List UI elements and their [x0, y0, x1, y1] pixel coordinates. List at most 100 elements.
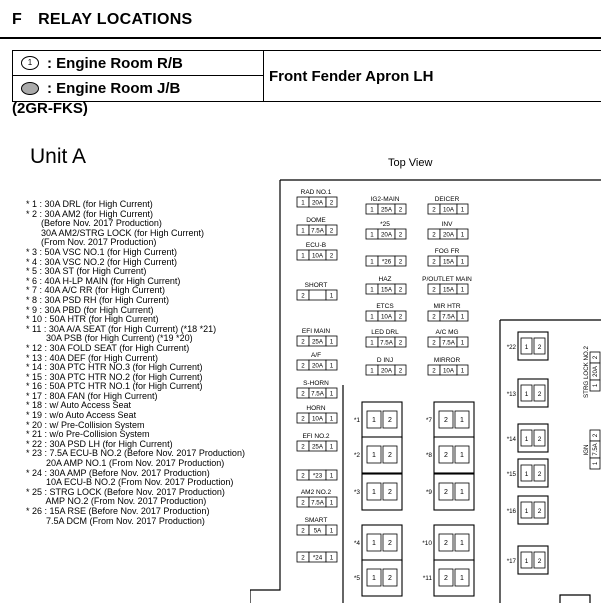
fuse-cell-text: 1 [461, 232, 465, 239]
fuse-cell [394, 310, 407, 322]
note-line: 30A AM2/STRG LOCK (for High Current) [26, 227, 205, 238]
relay-terminal-number: 1 [460, 489, 464, 496]
note-line: * 9 : 30A PBD (for High Current) [26, 304, 154, 315]
legend-table: 1 : Engine Room R/B : Engine Room J/B Fr… [12, 50, 601, 102]
fuse-cell-text: *24 [313, 555, 323, 562]
fuse-cell-text: 20A [312, 200, 324, 207]
note-line: 7.5A DCM (From Nov. 2017 Production) [26, 515, 205, 526]
relay-terminal [366, 482, 382, 501]
fuse-cell-text: 25A [381, 207, 393, 214]
fuse-cell-text: 7.5A [311, 228, 325, 235]
circle-number-icon: 1 [21, 56, 39, 70]
relay-label: *7 [426, 417, 433, 424]
relay-terminal [454, 445, 470, 464]
fuse-cell-text: 1 [370, 340, 374, 347]
relay-terminal [454, 482, 470, 501]
fuse-cell [325, 524, 338, 536]
relay-label: *11 [423, 575, 433, 582]
relay-terminal-number: 1 [460, 540, 464, 547]
relay-terminal-number: 1 [460, 575, 464, 582]
fuse-name: HAZ [379, 276, 392, 283]
fuse-cell-text: 1 [330, 363, 334, 370]
fuse-cell-text: 2 [399, 368, 403, 375]
relay-label: *9 [426, 489, 433, 496]
relay-terminal-number: 1 [525, 391, 529, 398]
fuse-cell-text: 7.5A [593, 443, 599, 455]
fuse-cell-text: 2 [301, 528, 305, 535]
fuse-cell [325, 469, 338, 481]
fuse-cell-text: *26 [382, 259, 392, 266]
relay-label: *15 [507, 471, 517, 478]
fuse-name: DEICER [435, 196, 460, 203]
note-line: * 12 : 30A FOLD SEAT (for High Current) [26, 342, 190, 353]
fuse-cell-text: 1 [330, 473, 334, 480]
relay-terminal-number: 2 [538, 558, 542, 565]
note-line: * 19 : w/o Auto Access Seat [26, 410, 137, 421]
relay-terminal [438, 410, 454, 429]
relay-label: *4 [354, 540, 361, 547]
fuse-cell [325, 359, 338, 371]
legend-label-relay-block: : Engine Room R/B [47, 54, 183, 72]
relay-terminal [454, 533, 470, 552]
fuse-cell-text: 2 [432, 340, 436, 347]
relay-terminal-number: 2 [444, 575, 448, 582]
fuse-cell-text: 7.5A [442, 340, 456, 347]
fuse-cell-text: 1 [330, 500, 334, 507]
fuse-cell [325, 224, 338, 236]
fuse-cell-text: 2 [330, 228, 334, 235]
fuse-cell-text: 10A [443, 207, 455, 214]
note-line: * 1 : 30A DRL (for High Current) [26, 199, 153, 209]
relay-terminal-number: 1 [525, 471, 529, 478]
fuse-cell-text: 10A [381, 314, 393, 321]
fuse-cell-text: 1 [330, 528, 334, 535]
fuse-cell-text: 1 [330, 555, 334, 562]
fuse-cell [325, 440, 338, 452]
relay-terminal [533, 384, 546, 402]
fuse-cell-text: 10A [443, 368, 455, 375]
relay-terminal-number: 2 [538, 471, 542, 478]
relay-label: *22 [507, 344, 517, 351]
relay-terminal-number: 1 [460, 452, 464, 459]
fuse-cell [589, 457, 601, 470]
note-line: (From Nov. 2017 Production) [26, 237, 157, 248]
fuse-cell-text: 7.5A [311, 391, 325, 398]
relay-terminal-number: 2 [444, 417, 448, 424]
relay-terminal-number: 2 [388, 452, 392, 459]
fuse-cell [325, 335, 338, 347]
fuse-cell-text: 1 [301, 253, 305, 260]
note-line: (Before Nov. 2017 Production) [26, 218, 162, 229]
relay-label: *10 [422, 540, 432, 547]
relay-terminal [382, 533, 398, 552]
legend-row-relay-block: 1 : Engine Room R/B [13, 51, 263, 76]
fuse-cell-text: 1 [330, 339, 334, 346]
fuse-cell-text: 2 [301, 444, 305, 451]
fuse-cell-text: 1 [301, 200, 305, 207]
fuse-cell [394, 255, 407, 267]
relay-terminal [520, 384, 533, 402]
fuse-cell [456, 203, 469, 215]
fuse-cell-text: 1 [370, 232, 374, 239]
relay-terminal [520, 551, 533, 569]
fuse-cell-text: 20A [443, 232, 455, 239]
legend-location: Front Fender Apron LH [269, 67, 434, 85]
relay-terminal [366, 445, 382, 464]
relay-terminal-number: 1 [460, 417, 464, 424]
